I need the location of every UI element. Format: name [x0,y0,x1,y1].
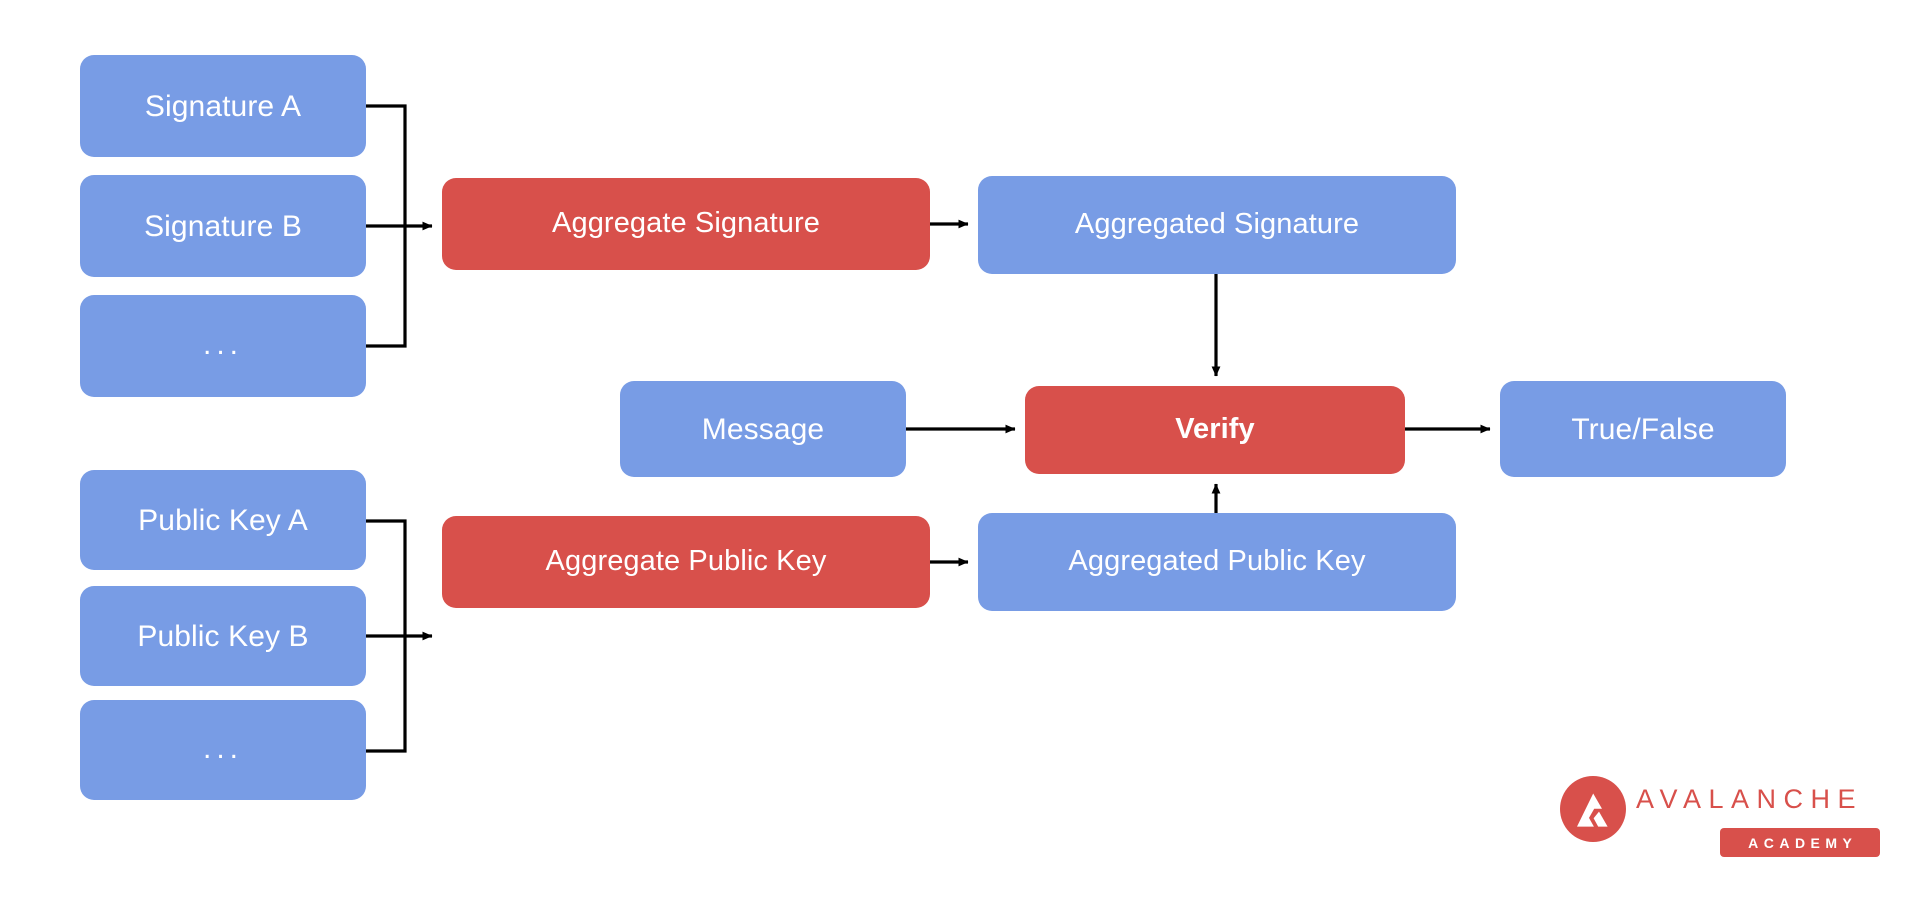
node-label: Signature B [144,209,302,243]
node-true_false[interactable]: True/False [1500,381,1786,477]
node-pk_more[interactable]: ... [80,700,366,800]
node-label: ... [202,327,243,361]
node-label: Signature A [144,89,302,123]
logo-academy-badge: ACADEMY [1720,828,1880,857]
edge-sig-a-to-bus [366,104,407,226]
node-label: True/False [1571,412,1715,446]
node-label: Message [701,412,825,446]
node-agg_sig[interactable]: Aggregate Signature [442,178,930,270]
node-label: ... [202,731,243,765]
node-label: Verify [1175,413,1255,446]
logo-wordmark: AVALANCHE [1636,784,1864,814]
edge-sig-more-to-bus [366,226,407,348]
node-verify[interactable]: Verify [1025,386,1405,474]
node-pk_b[interactable]: Public Key B [80,586,366,686]
node-message[interactable]: Message [620,381,906,477]
node-aggd_sig[interactable]: Aggregated Signature [978,176,1456,274]
logo-academy-text: ACADEMY [1748,834,1858,851]
node-agg_pk[interactable]: Aggregate Public Key [442,516,930,608]
node-pk_a[interactable]: Public Key A [80,470,366,570]
node-label: Public Key B [137,619,309,653]
node-sig_more[interactable]: ... [80,295,366,397]
node-sig_b[interactable]: Signature B [80,175,366,277]
avalanche-mark-icon [1560,776,1626,842]
node-label: Aggregate Signature [552,207,820,240]
avalanche-academy-logo: AVALANCHE ACADEMY [1556,770,1886,865]
node-label: Aggregate Public Key [545,545,827,578]
node-aggd_pk[interactable]: Aggregated Public Key [978,513,1456,611]
node-label: Aggregated Signature [1074,208,1360,241]
node-label: Public Key A [138,503,308,537]
node-sig_a[interactable]: Signature A [80,55,366,157]
edge-pk-a-to-bus [366,519,407,636]
edge-pk-more-to-bus [366,636,407,753]
node-label: Aggregated Public Key [1068,545,1366,578]
